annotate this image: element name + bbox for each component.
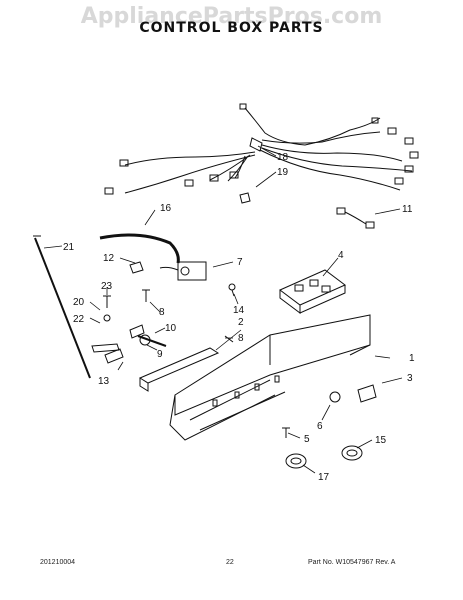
page-title: CONTROL BOX PARTS <box>139 20 324 36</box>
callout-2: 2 <box>238 317 244 328</box>
clip-19 <box>239 192 251 204</box>
callout-10: 10 <box>165 323 177 334</box>
rod-21 <box>34 237 91 379</box>
bracket-22 <box>91 343 120 353</box>
callout-19: 19 <box>277 167 289 178</box>
callout-23: 23 <box>101 281 113 292</box>
screw-8-b <box>224 335 234 343</box>
bracket-12 <box>129 261 144 274</box>
callout-13: 13 <box>98 376 110 387</box>
screw-5 <box>282 427 290 438</box>
screw-14 <box>231 289 235 297</box>
callout-16: 16 <box>160 203 172 214</box>
callout-20: 20 <box>73 297 85 308</box>
callout-14: 14 <box>233 305 245 316</box>
callout-9: 9 <box>157 349 163 360</box>
control-box-housing <box>138 314 371 441</box>
control-board-4 <box>279 269 346 314</box>
part-13 <box>104 348 124 364</box>
screw-8-a <box>142 289 150 302</box>
callout-labels: 1 2 3 4 5 6 7 8 8 9 10 11 12 13 14 15 16… <box>63 152 415 483</box>
watermark: AppliancePartsPros.com <box>80 4 383 29</box>
callout-7: 7 <box>237 257 243 268</box>
footer-doc-number: 201210004 <box>40 559 76 566</box>
callout-8-a: 8 <box>159 307 165 318</box>
callout-3: 3 <box>407 373 413 384</box>
callout-12: 12 <box>103 253 115 264</box>
callout-17: 17 <box>318 472 330 483</box>
knob-6 <box>329 391 341 403</box>
switch-9-10 <box>129 324 167 347</box>
callout-15: 15 <box>375 435 387 446</box>
callout-11: 11 <box>402 204 413 215</box>
valve-7 <box>159 261 207 281</box>
callout-8-b: 8 <box>238 333 244 344</box>
leader-lines <box>43 145 403 474</box>
washer-20 <box>103 314 111 322</box>
screw-23 <box>103 295 111 308</box>
footer-part-number: Part No. W10547967 Rev. A <box>308 559 396 566</box>
callout-18: 18 <box>277 152 289 163</box>
callout-6: 6 <box>317 421 323 432</box>
tube-16 <box>99 233 180 264</box>
callout-4: 4 <box>338 250 344 261</box>
callout-22: 22 <box>73 314 85 325</box>
cap-17 <box>285 453 307 469</box>
callout-5: 5 <box>304 434 310 445</box>
callout-21: 21 <box>63 242 75 253</box>
wire-harness <box>104 103 419 195</box>
footer-page-number: 22 <box>226 559 234 566</box>
callout-1: 1 <box>409 353 415 364</box>
bracket-3 <box>357 384 377 403</box>
cap-15 <box>341 445 363 461</box>
connector-11 <box>336 207 375 229</box>
